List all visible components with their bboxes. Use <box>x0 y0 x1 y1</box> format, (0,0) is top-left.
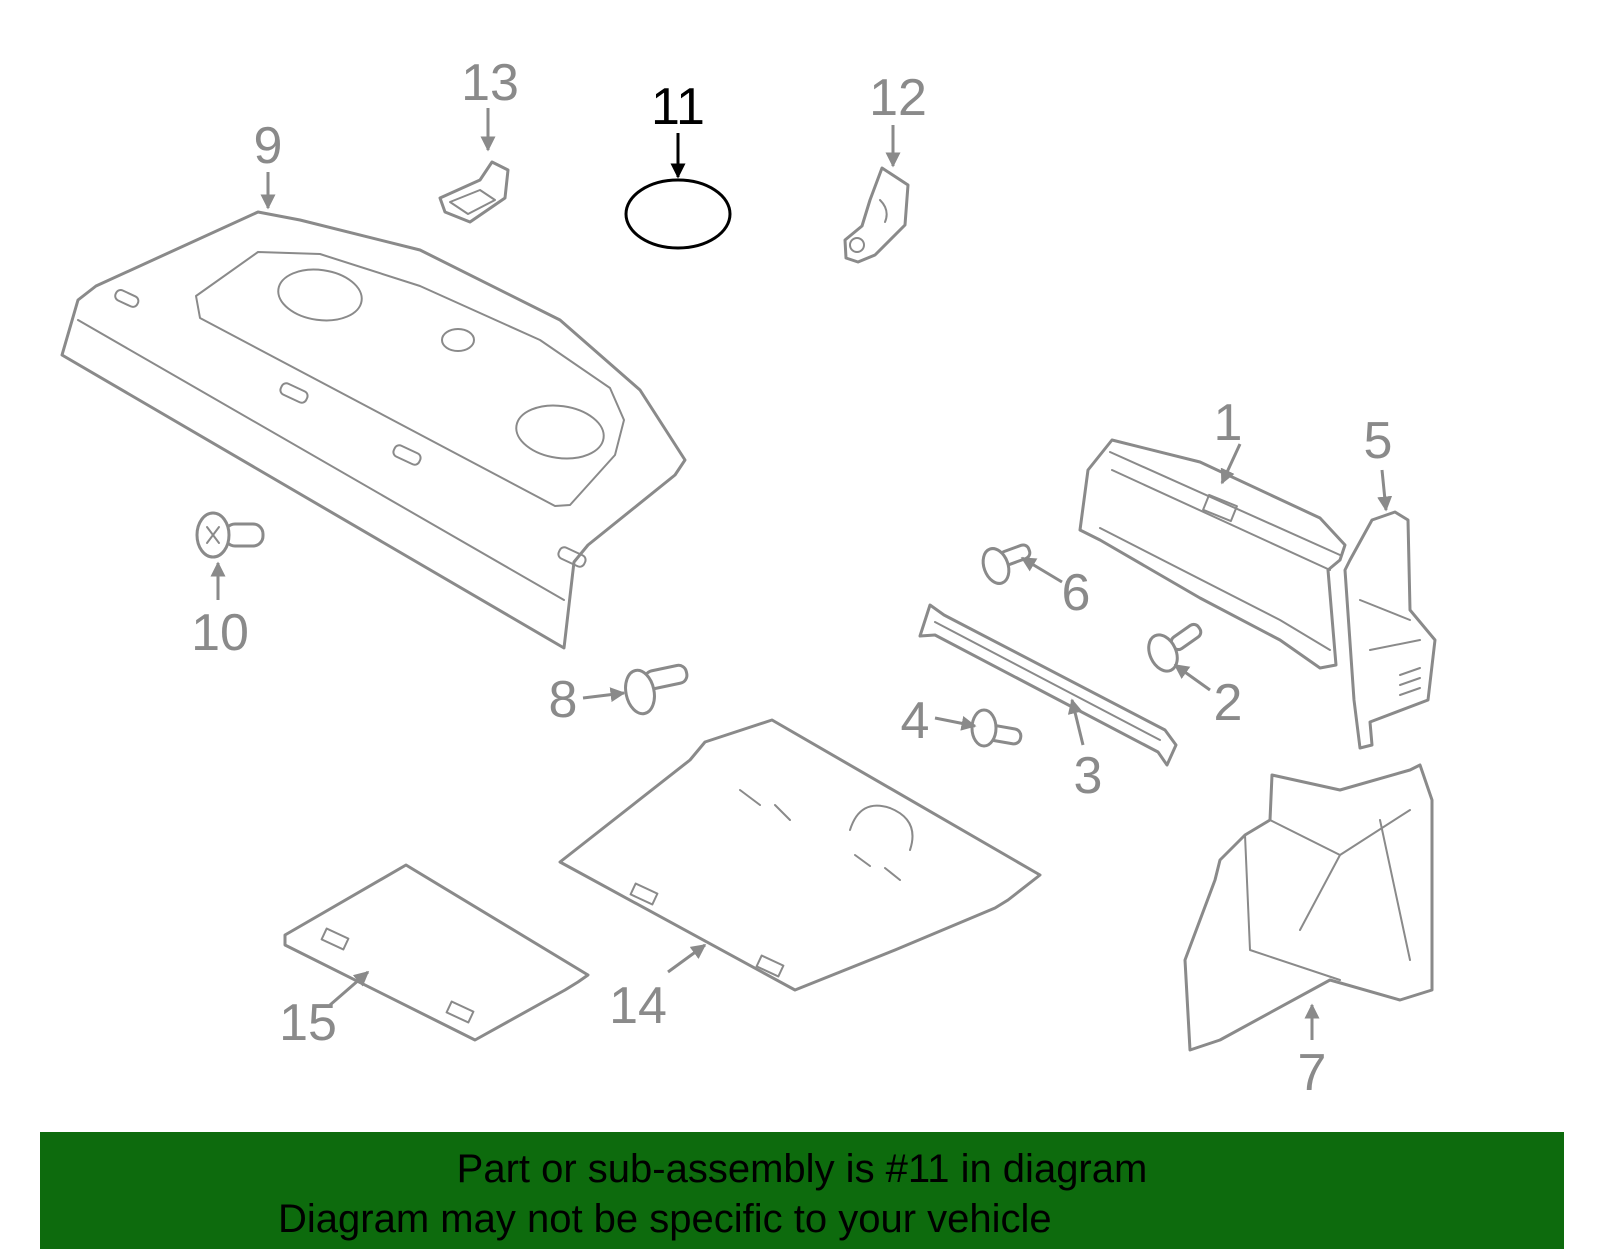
part-10-screw <box>195 511 265 559</box>
part-6-pin <box>981 543 1032 585</box>
leader-6 <box>1020 556 1063 584</box>
info-banner: Part or sub-assembly is #11 in diagram D… <box>40 1132 1564 1249</box>
part-12-bracket <box>843 166 910 264</box>
part-8-pin <box>624 663 689 716</box>
callout-5: 5 <box>1364 412 1393 470</box>
callout-13: 13 <box>461 54 519 112</box>
part-3-trim-strip <box>918 603 1178 767</box>
leader-14 <box>667 943 707 974</box>
callout-3: 3 <box>1074 747 1103 805</box>
callout-9: 9 <box>254 117 283 175</box>
part-4-pin <box>970 708 1023 748</box>
callout-10: 10 <box>191 604 249 662</box>
callout-7: 7 <box>1298 1044 1327 1102</box>
part-13-clip <box>438 160 510 224</box>
callout-2: 2 <box>1214 674 1243 732</box>
part-15-cover-board <box>283 863 590 1042</box>
part-5-side-trim <box>1343 510 1437 750</box>
callout-15: 15 <box>279 994 337 1052</box>
callout-6: 6 <box>1062 564 1091 622</box>
part-14-floor-mat <box>558 718 1042 992</box>
banner-line-disclaimer: Diagram may not be specific to your vehi… <box>278 1197 1052 1241</box>
callout-8: 8 <box>549 671 578 729</box>
callout-1: 1 <box>1214 394 1243 452</box>
part-7-quarter-trim <box>1183 763 1434 1052</box>
leader-5 <box>1377 469 1393 512</box>
leader-1 <box>1220 443 1242 485</box>
callout-12: 12 <box>869 69 927 127</box>
leader-2 <box>1173 663 1211 692</box>
callout-14: 14 <box>609 977 667 1035</box>
callout-11: 11 <box>651 78 705 136</box>
part-11-grommet <box>624 178 732 250</box>
leader-8 <box>582 687 626 703</box>
leader-4 <box>934 715 977 731</box>
leader-3 <box>1067 698 1085 746</box>
part-9-package-tray <box>60 210 687 650</box>
part-2-pin <box>1147 622 1203 673</box>
leader-15 <box>329 970 370 1007</box>
callout-4: 4 <box>901 692 930 750</box>
banner-line-part-number: Part or sub-assembly is #11 in diagram <box>456 1147 1148 1191</box>
part-1-sill-trim <box>1078 438 1347 670</box>
